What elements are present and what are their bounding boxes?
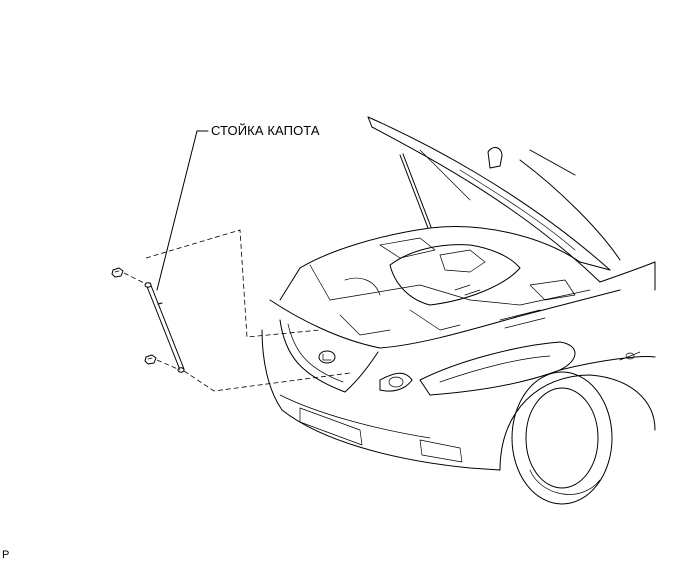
assembly-lines (123, 229, 351, 392)
ball-stud-lower (144, 354, 157, 365)
corner-mark: P (2, 549, 10, 561)
car-body (261, 116, 656, 505)
ball-stud-upper (111, 267, 124, 278)
hood-strut-label: СТОЙКА КАПОТА (211, 123, 320, 138)
callout-leader (156, 130, 209, 291)
hood-strut (144, 282, 185, 373)
